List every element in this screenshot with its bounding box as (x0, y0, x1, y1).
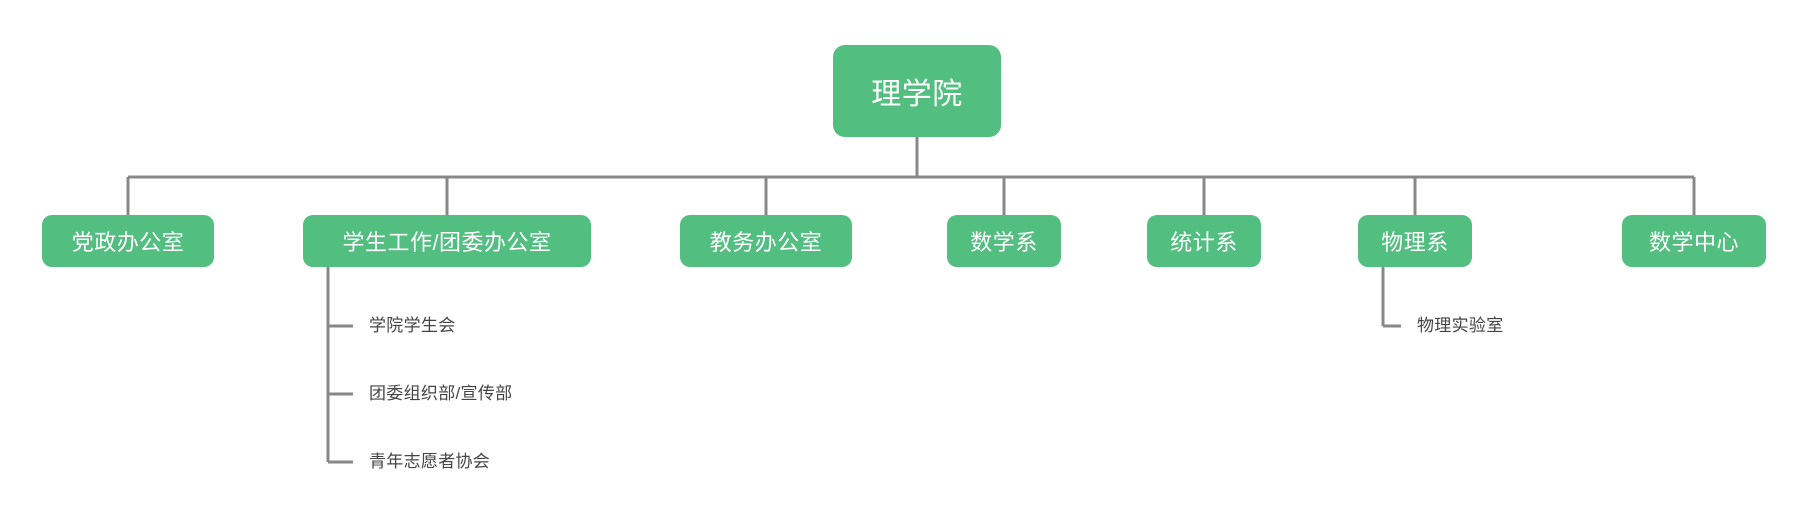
leaf-league-organization-propaganda-dept[interactable]: 团委组织部/宣传部 (369, 384, 513, 403)
node-student-affairs-youth-league-office[interactable]: 学生工作/团委办公室 (303, 215, 591, 267)
node-root-school-of-science[interactable]: 理学院 (833, 45, 1001, 137)
node-department-of-statistics[interactable]: 统计系 (1147, 215, 1261, 267)
node-academic-affairs-office[interactable]: 教务办公室 (680, 215, 852, 267)
leaf-college-student-union[interactable]: 学院学生会 (369, 316, 456, 335)
node-party-government-office[interactable]: 党政办公室 (42, 215, 214, 267)
node-department-of-physics[interactable]: 物理系 (1358, 215, 1472, 267)
node-department-of-mathematics[interactable]: 数学系 (947, 215, 1061, 267)
leaf-physics-laboratory[interactable]: 物理实验室 (1417, 316, 1504, 335)
leaf-youth-volunteer-association[interactable]: 青年志愿者协会 (369, 452, 491, 471)
node-mathematics-center[interactable]: 数学中心 (1622, 215, 1766, 267)
